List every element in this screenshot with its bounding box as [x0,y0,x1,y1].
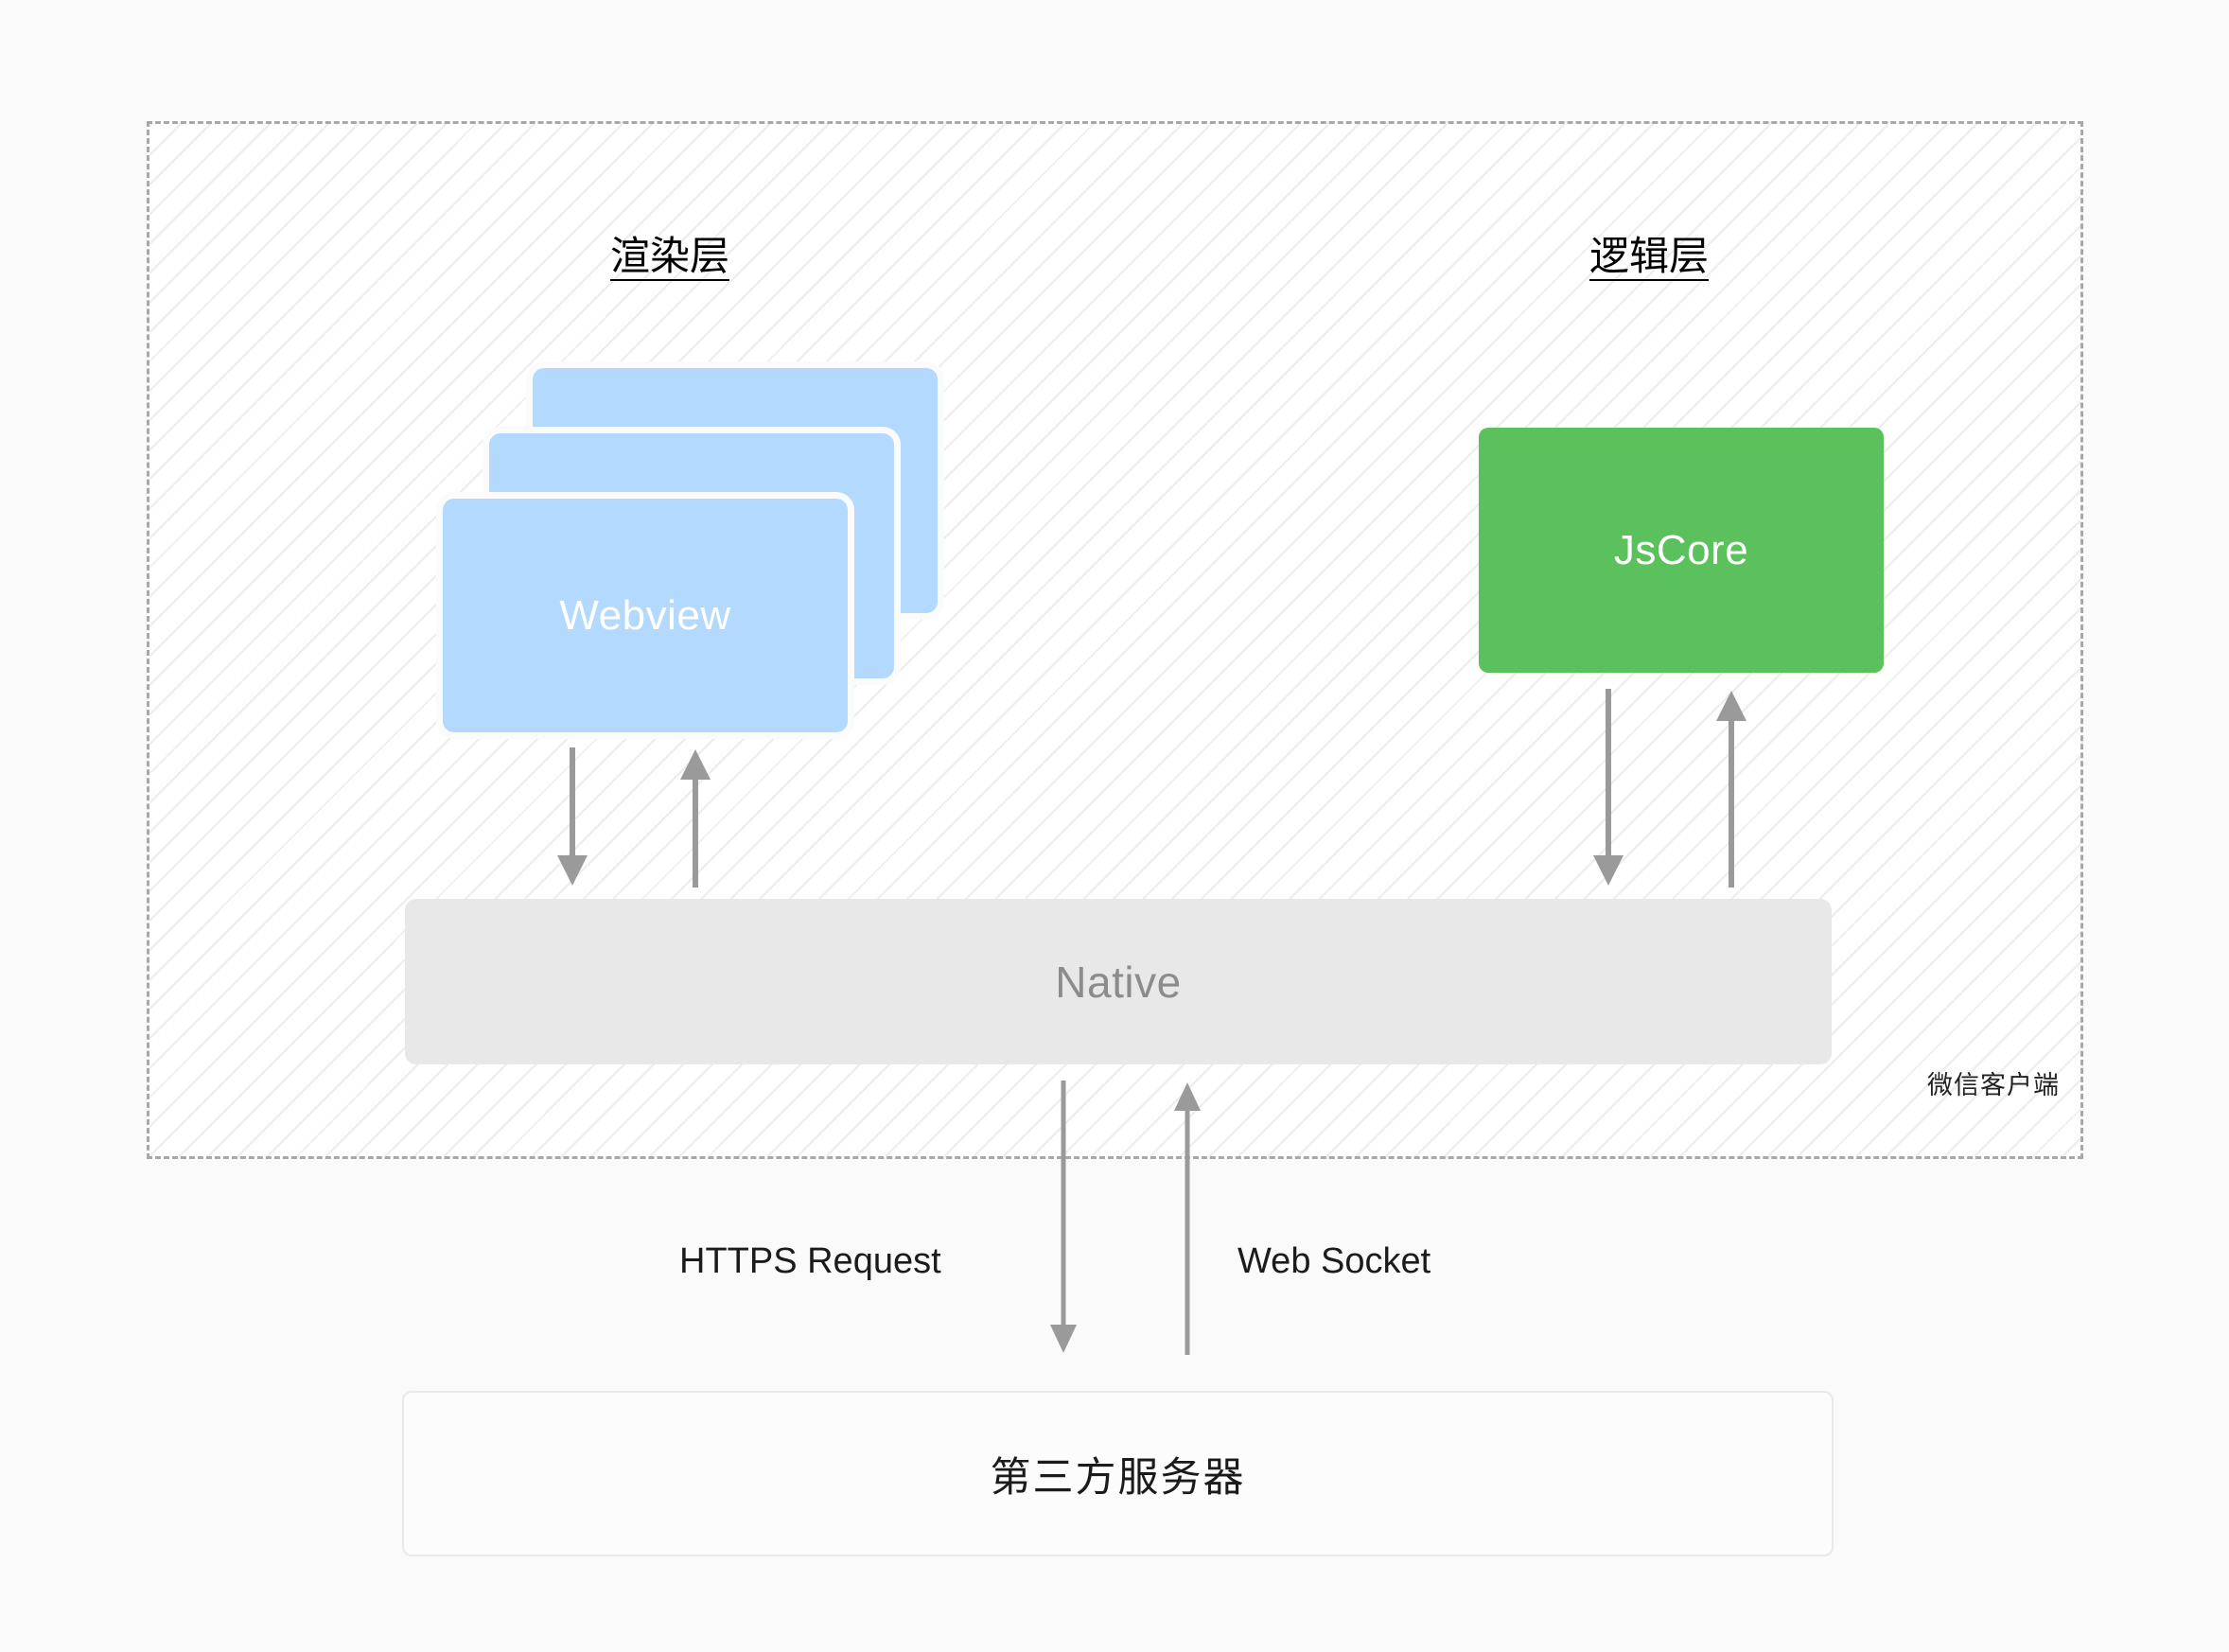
https-request-label: HTTPS Request [679,1241,941,1281]
web-socket-label: Web Socket [1237,1241,1431,1281]
logic-layer-title: 逻辑层 [1589,234,1710,278]
arrow-server-to-native-websocket-up [1170,1081,1208,1355]
arrow-jscore-to-native-down [1589,689,1631,888]
arrow-webview-to-native-down [553,747,595,888]
arrow-native-to-webview-up [676,747,718,888]
native-bar: Native [405,899,1832,1064]
native-label: Native [1055,957,1182,1007]
jscore-label: JsCore [1613,526,1749,573]
arrow-native-to-server-https-down [1046,1081,1084,1355]
render-layer-title: 渲染层 [610,234,730,278]
third-party-server-label: 第三方服务器 [990,1454,1246,1501]
wechat-client-label: 微信客户端 [1927,1071,2060,1099]
arrow-native-to-jscore-up [1712,689,1754,888]
jscore-box: JsCore [1479,428,1884,673]
third-party-server-box: 第三方服务器 [402,1391,1834,1556]
webview-card-front: Webview [443,499,848,732]
webview-label: Webview [559,591,731,639]
